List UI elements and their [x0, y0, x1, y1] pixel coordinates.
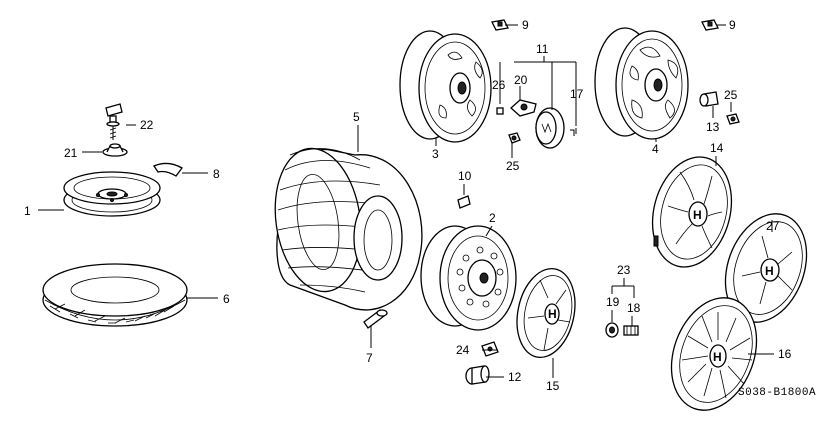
cover-emblem-14: H — [693, 208, 702, 222]
steel-wheel — [420, 225, 517, 331]
callout-25-left: 25 — [506, 159, 520, 173]
hold-down-bolt — [105, 103, 123, 140]
callout-18: 18 — [627, 301, 641, 315]
callout-3: 3 — [432, 147, 439, 161]
balance-weight-a — [491, 19, 509, 31]
callout-13: 13 — [706, 120, 720, 134]
center-cap-assembly — [510, 99, 577, 149]
callout-7: 7 — [366, 351, 373, 365]
part-13-cap — [699, 91, 719, 107]
part-10-plug — [457, 195, 471, 209]
cover-emblem-27: H — [765, 264, 774, 278]
leader-lines — [38, 24, 774, 378]
balance-weight-b — [701, 19, 719, 31]
callout-25-right: 25 — [724, 88, 738, 102]
wheel-cover-16: H — [670, 297, 758, 411]
callout-14: 14 — [710, 141, 724, 155]
cover-emblem-16: H — [713, 350, 722, 364]
callout-10: 10 — [458, 169, 472, 183]
callout-6: 6 — [223, 292, 230, 306]
spare-pad — [153, 162, 183, 177]
callout-4: 4 — [652, 142, 659, 156]
callout-11: 11 — [536, 42, 549, 56]
wheel-nut-b — [726, 113, 740, 125]
part-24-nut — [481, 341, 499, 357]
part-19-washer — [605, 322, 619, 338]
wheel-cover-15: H — [516, 267, 576, 359]
callout-23: 23 — [617, 263, 631, 277]
callout-8: 8 — [213, 167, 220, 181]
alloy-wheel-3 — [399, 30, 492, 143]
callout-22: 22 — [140, 118, 154, 132]
wheel-cover-27: H — [724, 213, 808, 323]
callout-15: 15 — [546, 379, 560, 393]
cover-emblem-15: H — [548, 307, 557, 321]
callout-17: 17 — [570, 87, 584, 101]
callout-1: 1 — [24, 204, 31, 218]
part-12-nut — [465, 365, 490, 385]
callout-24: 24 — [456, 343, 470, 357]
callout-labels: 1 6 8 22 21 5 7 3 9 9 10 2 4 11 26 20 17… — [24, 18, 816, 399]
part-18-bolt — [623, 325, 639, 336]
wheel-cover-14: H — [651, 156, 733, 268]
callout-16: 16 — [778, 347, 792, 361]
callout-9-right: 9 — [729, 18, 736, 32]
main-tire — [274, 147, 423, 311]
valve-stem — [363, 309, 388, 329]
callout-2: 2 — [489, 211, 496, 225]
bolt-26 — [496, 107, 504, 115]
alloy-wheel-4 — [594, 27, 689, 140]
callout-5: 5 — [353, 110, 360, 124]
callout-27: 27 — [766, 219, 780, 233]
callout-12: 12 — [508, 370, 522, 384]
wheel-nut-a — [508, 132, 521, 144]
spare-tire — [42, 263, 188, 327]
diagram-code: S038-B1800A — [738, 387, 816, 399]
callout-20: 20 — [514, 73, 528, 87]
callout-21: 21 — [64, 146, 78, 160]
callout-9-left: 9 — [522, 18, 529, 32]
spare-wheel — [63, 171, 161, 217]
callout-19: 19 — [606, 295, 620, 309]
callout-26: 26 — [492, 78, 506, 92]
cone-nut — [102, 143, 128, 157]
